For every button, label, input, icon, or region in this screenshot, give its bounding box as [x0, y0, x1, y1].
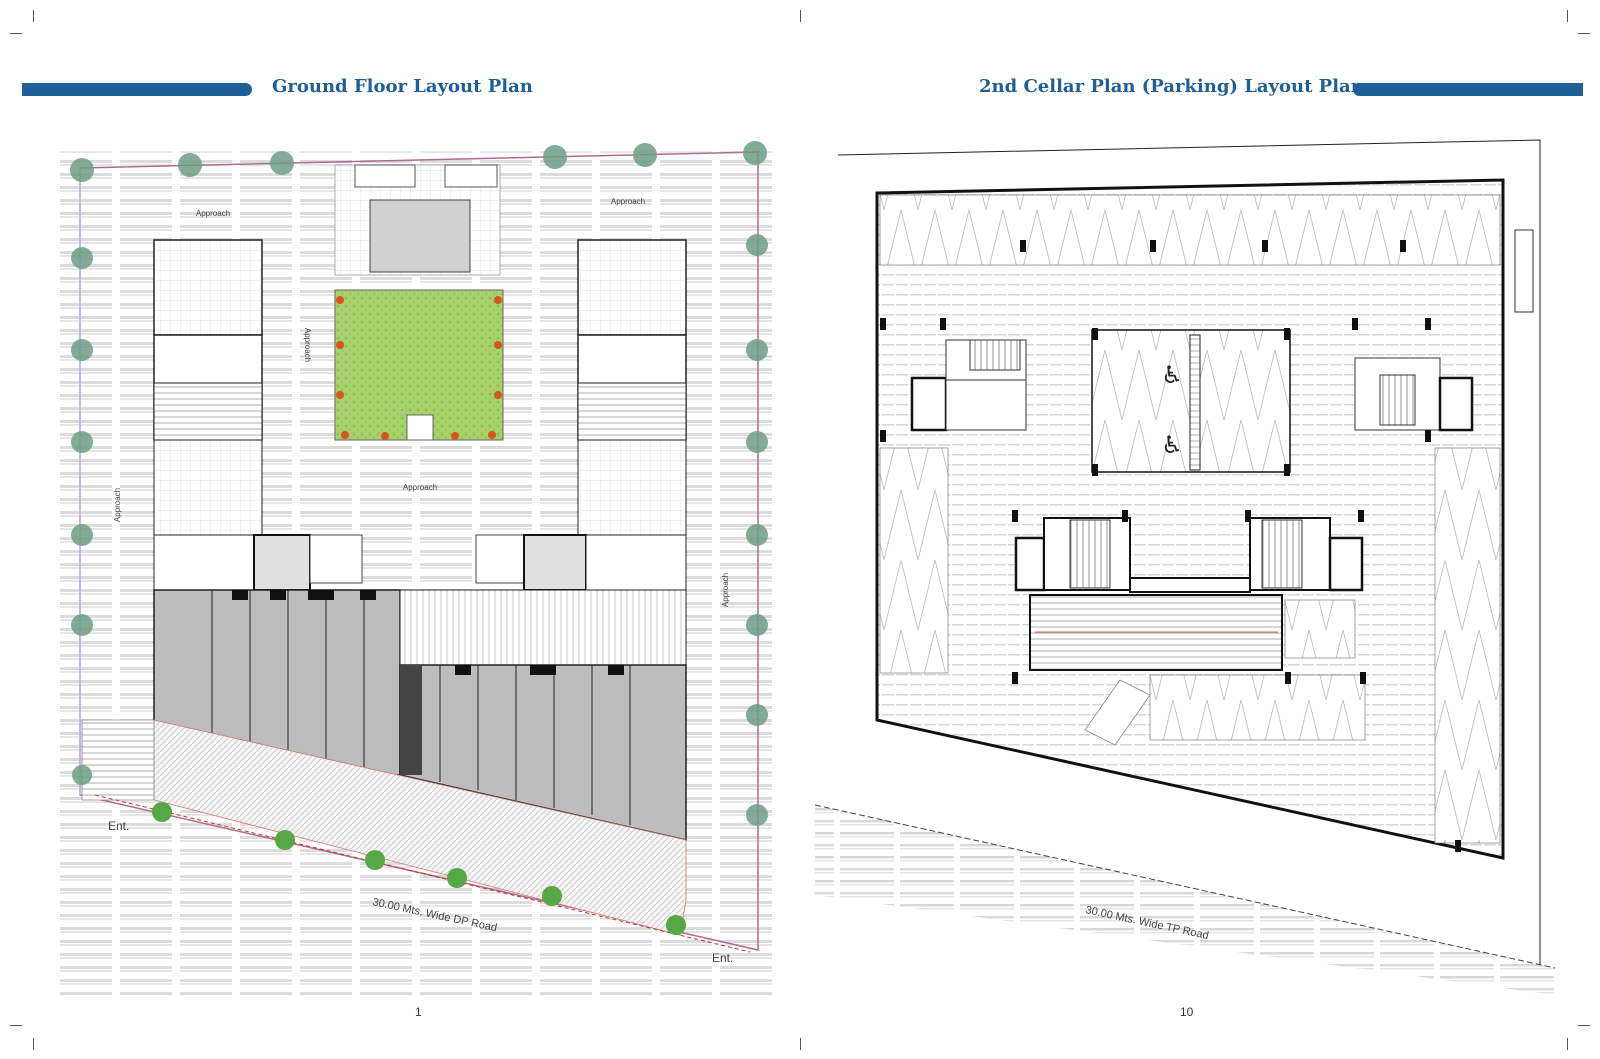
left-header-bar — [22, 83, 252, 96]
road-tree-icons — [152, 802, 686, 935]
ramp — [1029, 594, 1283, 671]
approach-label: Approach — [721, 573, 730, 607]
parking-row-top — [879, 194, 1501, 266]
entrance-label: Ent. — [108, 819, 129, 833]
crop-mark — [33, 1038, 34, 1050]
tree-icons — [70, 141, 768, 826]
structural-columns — [880, 240, 1461, 852]
crop-mark — [10, 1025, 22, 1026]
crop-mark — [800, 10, 801, 22]
crop-mark — [1567, 10, 1568, 22]
left-page-title: Ground Floor Layout Plan — [272, 76, 533, 97]
road-label: 30.00 Mts. Wide TP Road — [1084, 904, 1209, 942]
accessible-parking-icon: ♿ — [1161, 361, 1183, 389]
crop-mark — [33, 10, 34, 22]
approach-label: Approach — [303, 328, 312, 362]
crop-mark — [1578, 33, 1590, 34]
shops-row-right — [399, 664, 687, 841]
crop-mark — [1567, 1038, 1568, 1050]
approach-label: Approach — [113, 488, 122, 522]
approach-label: Approach — [611, 197, 645, 206]
accessible-parking-icon: ♿ — [1161, 431, 1183, 459]
approach-label: Approach — [403, 483, 437, 492]
approach-label: Approach — [196, 209, 230, 218]
crop-mark — [800, 1038, 801, 1050]
entrance-label: Ent. — [712, 951, 733, 965]
crop-mark — [10, 33, 22, 34]
left-page-number: 1 — [415, 1005, 422, 1019]
right-page-title: 2nd Cellar Plan (Parking) Layout Plan — [979, 76, 1364, 97]
crop-mark — [1578, 1025, 1590, 1026]
right-page-number: 10 — [1180, 1005, 1194, 1019]
road-strip — [815, 805, 1555, 995]
right-header-bar — [1353, 83, 1583, 96]
